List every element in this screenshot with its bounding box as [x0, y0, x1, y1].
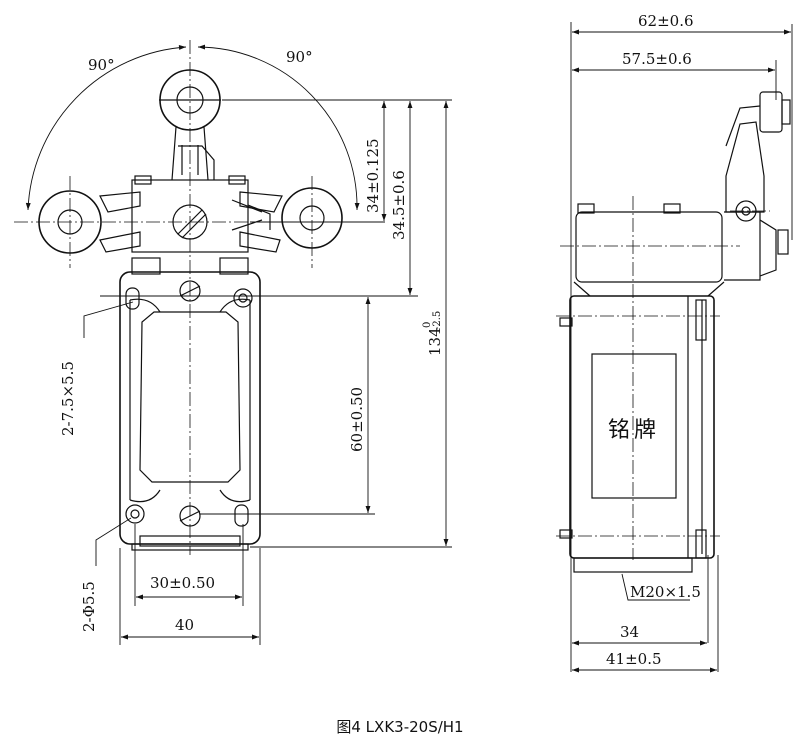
leader-slot — [83, 301, 134, 338]
angle-right-label: 90° — [286, 48, 313, 66]
dim-total-depth: 41±0.5 — [606, 650, 662, 668]
leader-thread — [621, 573, 690, 601]
side-body: 铭牌 — [556, 295, 720, 573]
dim-hole-pitch-vertical: 60±0.50 — [348, 387, 366, 452]
angle-left-label: 90° — [88, 56, 115, 74]
rotation-arc-left — [25, 45, 187, 211]
nameplate-frame — [591, 353, 677, 499]
mounting-slots — [125, 287, 249, 527]
mounting-holes — [125, 280, 253, 527]
dim-slot: 2-7.5×5.5 — [59, 361, 77, 436]
side-lever — [724, 91, 791, 281]
dim-head-to-mount: 34.5±0.6 — [390, 170, 408, 240]
dim-overall-height-tol-upper: 0 — [422, 322, 433, 328]
leader-hole — [95, 517, 132, 566]
rotation-arc-right — [197, 44, 360, 211]
dim-width-inner: 57.5±0.6 — [622, 50, 692, 68]
front-view: 90° 90° — [14, 40, 452, 645]
switch-body — [119, 257, 261, 551]
figure-caption: 图4 LXK3-20S/H1 — [336, 718, 464, 736]
dim-hole: 2-Φ5.5 — [80, 581, 98, 632]
dim-width-outer: 62±0.6 — [638, 12, 694, 30]
dim-overall-height-tol-lower: -2.5 — [432, 311, 443, 330]
dim-hole-pitch-horizontal: 30±0.50 — [150, 574, 215, 592]
right-roller — [281, 187, 343, 249]
left-roller — [38, 190, 102, 254]
side-view: 62±0.6 57.5±0.6 — [556, 12, 793, 673]
head-housing — [99, 175, 283, 253]
dim-roller-to-head: 34±0.125 — [364, 138, 382, 213]
top-roller — [159, 69, 221, 181]
dim-width: 40 — [175, 616, 194, 634]
thread-label: M20×1.5 — [630, 583, 701, 601]
side-head — [560, 196, 740, 560]
dim-body-depth: 34 — [620, 623, 639, 641]
nameplate-label: 铭牌 — [608, 418, 660, 443]
dim-overall-height: 134 — [426, 327, 444, 356]
